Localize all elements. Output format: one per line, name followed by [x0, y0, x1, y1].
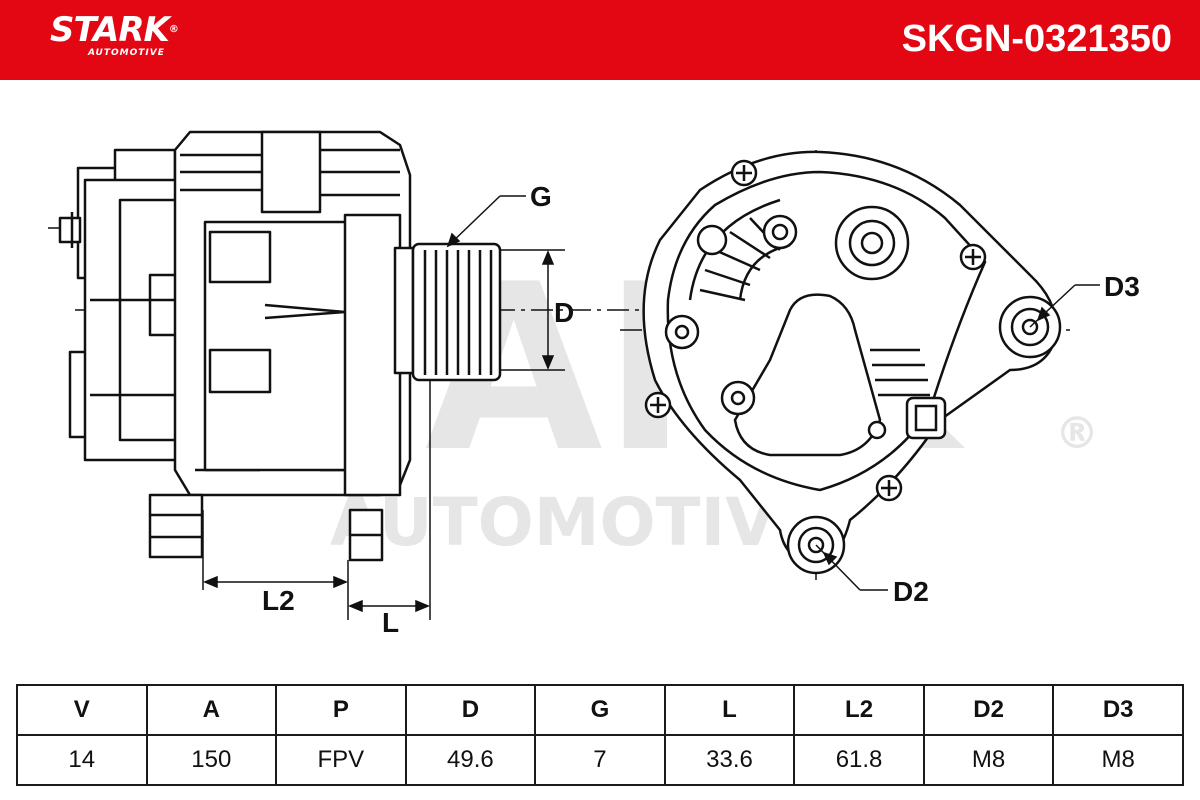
spec-header-cell: D2	[922, 684, 1055, 736]
brand-name: STARK	[50, 10, 170, 50]
spec-value-cell: M8	[1052, 734, 1184, 786]
spec-header-cell: D3	[1052, 684, 1184, 736]
technical-drawing: STARK AUTOMOTIVE ®	[48, 130, 1140, 638]
spec-value-cell: 33.6	[663, 734, 796, 786]
spec-header-cell: P	[275, 684, 407, 736]
spec-value-cell: FPV	[275, 734, 407, 786]
spec-value-cell: 150	[145, 734, 278, 786]
dimension-label-g: G	[530, 181, 552, 212]
brand-subtitle: AUTOMOTIVE	[88, 48, 165, 58]
end-dimensions	[815, 284, 1100, 591]
spec-value-cell: M8	[922, 734, 1055, 786]
side-dimensions	[202, 195, 565, 620]
spec-header-cell: L	[663, 684, 796, 736]
spec-value-cell: 61.8	[793, 734, 925, 786]
dimension-label-d2: D2	[893, 576, 929, 607]
spec-value-cell: 7	[534, 734, 666, 786]
alternator-side-view	[48, 130, 640, 562]
brand-logo: STARK® AUTOMOTIVE	[50, 10, 179, 58]
spec-table: V A P D G L L2 D2 D3 14 150 FPV 49.6 7 3…	[16, 684, 1184, 786]
spec-header-row: V A P D G L L2 D2 D3	[16, 684, 1184, 736]
dimension-label-d: D	[554, 297, 574, 328]
spec-value-row: 14 150 FPV 49.6 7 33.6 61.8 M8 M8	[16, 734, 1184, 786]
dimension-label-d3: D3	[1104, 271, 1140, 302]
dimension-label-l: L	[382, 607, 399, 638]
spec-header-cell: D	[404, 684, 537, 736]
alternator-end-view	[620, 150, 1075, 580]
spec-value-cell: 49.6	[404, 734, 537, 786]
watermark-sub: AUTOMOTIVE	[330, 484, 821, 561]
spec-header-cell: V	[16, 684, 148, 736]
dimension-label-l2: L2	[262, 585, 295, 616]
spec-header-cell: L2	[793, 684, 925, 736]
header-bar: STARK® AUTOMOTIVE SKGN-0321350	[0, 0, 1200, 80]
spec-value-cell: 14	[16, 734, 148, 786]
spec-header-cell: A	[145, 684, 278, 736]
registered-mark: ®	[168, 24, 179, 35]
part-number: SKGN-0321350	[901, 18, 1172, 60]
watermark-registered: ®	[1055, 408, 1099, 459]
spec-header-cell: G	[534, 684, 666, 736]
